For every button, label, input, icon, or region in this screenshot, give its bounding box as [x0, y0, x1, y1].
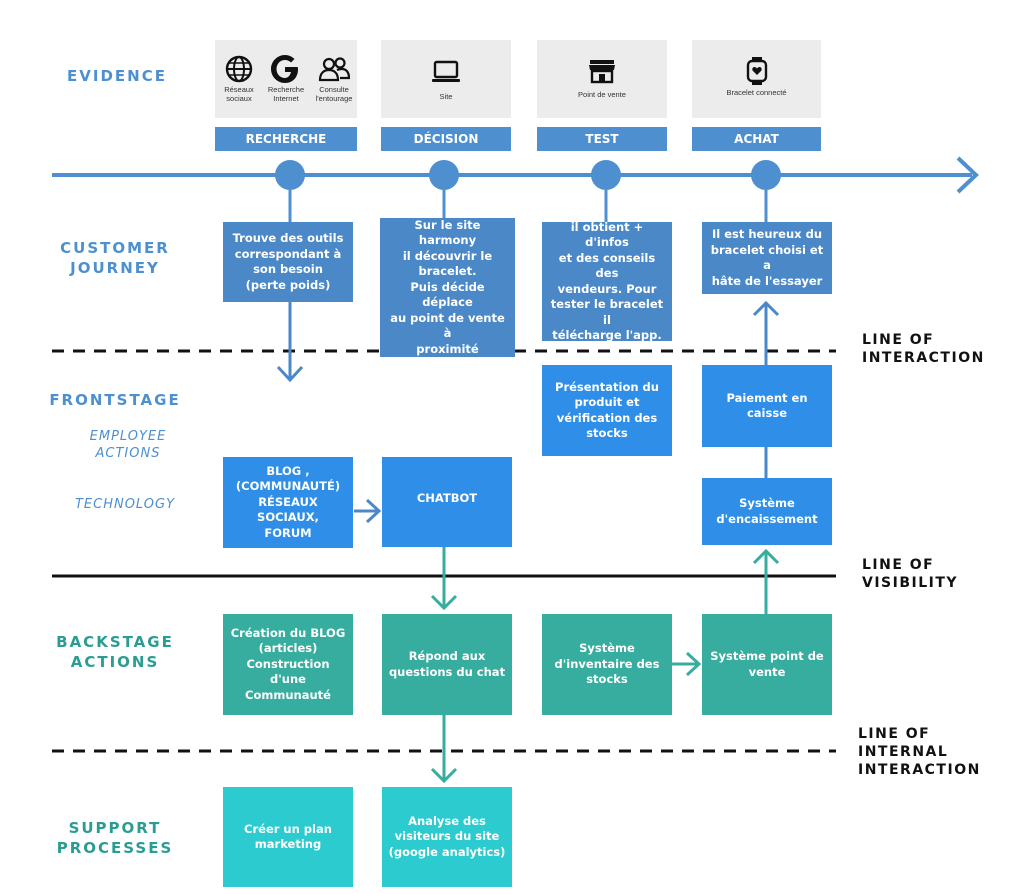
phase-recherche: RECHERCHE	[215, 127, 357, 151]
evidence-achat: Bracelet connecté	[692, 40, 821, 118]
technology-text-decision: CHATBOT	[416, 491, 478, 505]
globe-icon	[225, 55, 253, 88]
people-icon	[318, 56, 351, 87]
timeline-node-achat	[751, 160, 781, 190]
journey-text-decision: Sur le site harmony il découvrir le brac…	[390, 217, 505, 356]
evidence-caption-site: Site	[439, 92, 453, 101]
phase-achat: ACHAT	[692, 127, 821, 151]
technology-box-decision: CHATBOT	[382, 457, 512, 547]
backstage-text-decision: Répond aux questions du chat	[388, 649, 506, 679]
evidence-test: Point de vente	[537, 40, 667, 118]
lane-label-technology: TECHNOLOGY	[74, 497, 176, 512]
timeline-arrowhead	[956, 156, 979, 194]
store-icon	[588, 58, 616, 89]
backstage-text-recherche: Création du BLOG (articles) Construction…	[230, 625, 346, 702]
lane-label-support-processes: SUPPORT PROCESSES	[56, 819, 174, 857]
arrow-blog-to-chatbot-head	[365, 498, 382, 524]
arrow-recherche-down-head	[276, 365, 304, 383]
journey-box-decision: Sur le site harmony il découvrir le brac…	[380, 218, 515, 357]
technology-text-achat: Système d'encaissement	[716, 496, 818, 526]
support-box-decision: Analyse des visiteurs du site (google an…	[382, 787, 512, 887]
evidence-caption-point-de-vente: Point de vente	[578, 90, 626, 99]
journey-text-achat: Il est heureux du bracelet choisi et a h…	[710, 227, 824, 288]
backstage-box-recherche: Création du BLOG (articles) Construction…	[223, 614, 353, 715]
support-box-recherche: Créer un plan marketing	[223, 787, 353, 887]
line-label-visibility: LINE OF VISIBILITY	[862, 557, 959, 591]
evidence-decision: Site	[381, 40, 511, 118]
backstage-box-decision: Répond aux questions du chat	[382, 614, 512, 715]
evidence-caption-consulte: Consulte l'entourage	[315, 85, 353, 103]
technology-box-achat: Système d'encaissement	[702, 478, 832, 545]
technology-box-recherche: BLOG , (COMMUNAUTÉ) RÉSEAUX SOCIAUX, FOR…	[223, 457, 353, 548]
line-label-interaction: LINE OF INTERACTION	[862, 332, 985, 366]
journey-box-achat: Il est heureux du bracelet choisi et a h…	[702, 222, 832, 294]
lane-label-evidence: EVIDENCE	[67, 67, 167, 85]
smartwatch-icon	[746, 57, 768, 90]
backstage-box-achat: Système point de vente	[702, 614, 832, 715]
timeline-node-decision	[429, 160, 459, 190]
evidence-caption-reseaux: Réseaux sociaux	[224, 85, 254, 103]
employee-text-achat: Paiement en caisse	[726, 390, 808, 421]
support-text-recherche: Créer un plan marketing	[244, 821, 332, 852]
journey-box-test: il obtient + d'infos et des conseils des…	[542, 219, 672, 343]
timeline-node-test	[591, 160, 621, 190]
arrow-chatbot-to-repond-head	[430, 594, 458, 611]
timeline-node-recherche	[275, 160, 305, 190]
arrow-pdv-to-encaissement-head	[752, 548, 780, 565]
arrow-inventaire-to-pdv-head	[685, 651, 702, 677]
arrow-repond-to-analyse-head	[430, 767, 458, 784]
evidence-caption-bracelet: Bracelet connecté	[726, 88, 787, 97]
journey-box-recherche: Trouve des outils correspondant à son be…	[223, 222, 353, 302]
technology-text-recherche: BLOG , (COMMUNAUTÉ) RÉSEAUX SOCIAUX, FOR…	[235, 463, 341, 540]
lane-label-customer-journey: CUSTOMER JOURNEY	[60, 239, 170, 277]
lane-label-employee-actions: EMPLOYEE ACTIONS	[89, 429, 167, 461]
backstage-box-test: Système d'inventaire des stocks	[542, 614, 672, 715]
evidence-recherche: Réseaux sociaux Recherche Internet Consu…	[215, 40, 357, 118]
lane-label-backstage-actions: BACKSTAGE ACTIONS	[56, 633, 174, 671]
backstage-text-test: Système d'inventaire des stocks	[554, 641, 660, 687]
phase-decision: DÉCISION	[381, 127, 511, 151]
journey-text-recherche: Trouve des outils correspondant à son be…	[232, 231, 344, 292]
employee-box-achat: Paiement en caisse	[702, 365, 832, 447]
google-icon	[270, 54, 300, 89]
phase-test: TEST	[537, 127, 667, 151]
line-label-internal-interaction: LINE OF INTERNAL INTERACTION	[858, 726, 981, 778]
laptop-icon	[431, 60, 461, 89]
evidence-caption-recherche-internet: Recherche Internet	[267, 85, 305, 103]
journey-text-test: il obtient + d'infos et des conseils des…	[550, 219, 664, 343]
employee-text-test: Présentation du produit et vérification …	[555, 379, 659, 441]
support-text-decision: Analyse des visiteurs du site (google an…	[388, 813, 506, 859]
employee-box-test: Présentation du produit et vérification …	[542, 365, 672, 456]
backstage-text-achat: Système point de vente	[710, 649, 824, 679]
lane-label-frontstage: FRONTSTAGE	[49, 391, 181, 409]
arrow-paiement-to-heureux-head	[752, 300, 780, 317]
